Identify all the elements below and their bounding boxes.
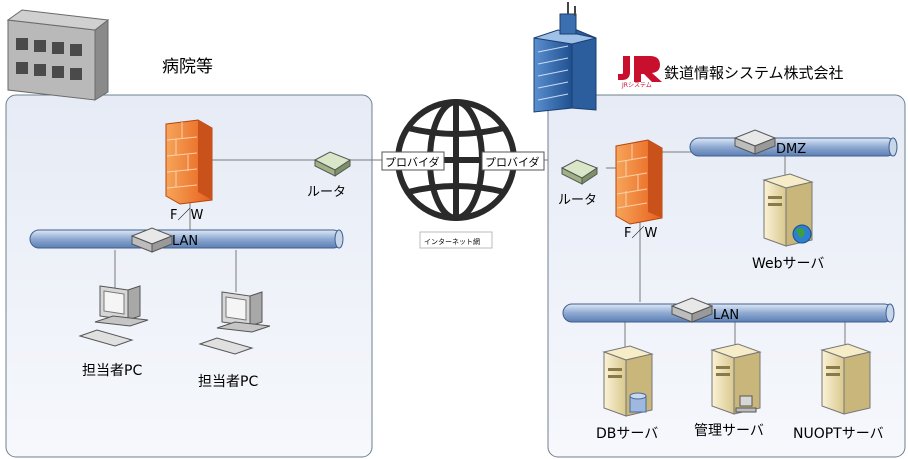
switch-icon-left — [130, 227, 174, 253]
internet-label: インターネット網 — [424, 237, 480, 246]
provider-box-left — [381, 151, 445, 171]
hospital-title: 病院等 — [162, 57, 213, 77]
brand-small-label: JRシステム — [621, 82, 652, 89]
provider-label-left: プロバイダ — [385, 155, 440, 169]
web-server-icon — [762, 173, 814, 247]
firewall-icon-left — [165, 119, 213, 205]
pc-icon-2 — [198, 291, 271, 355]
nuopt-server-icon — [820, 343, 872, 415]
mgmt-server-icon — [710, 343, 762, 415]
firewall-icon-right — [615, 139, 663, 225]
hospital-zone — [5, 94, 373, 458]
fw-label-right: F／W — [624, 226, 657, 241]
jr-logo-icon — [618, 56, 662, 82]
hospital-building-icon — [6, 9, 110, 101]
internet-label-box — [419, 231, 493, 249]
lan-label-left: LAN — [172, 234, 198, 249]
db-server-label: DBサーバ — [596, 426, 658, 442]
switch-icon-dmz — [733, 129, 777, 155]
router-icon-left — [313, 151, 352, 177]
lan-bus-right — [562, 303, 895, 323]
pc-label-2: 担当者PC — [198, 374, 258, 390]
company-building-icon — [533, 2, 597, 113]
dmz-label: DMZ — [776, 142, 806, 157]
lan-label-right: LAN — [713, 308, 739, 323]
company-name: 鉄道情報システム株式会社 — [664, 64, 844, 82]
router-icon-right — [560, 159, 599, 185]
pc-icon-1 — [78, 285, 149, 347]
pc-label-1: 担当者PC — [82, 363, 142, 379]
switch-icon-right — [670, 297, 714, 323]
db-server-icon — [602, 345, 654, 417]
lan-bus-left — [29, 229, 344, 249]
mgmt-server-label: 管理サーバ — [694, 423, 764, 439]
web-server-label: Webサーバ — [752, 256, 824, 272]
fw-label-left: F／W — [170, 208, 203, 223]
nuopt-server-label: NUOPTサーバ — [793, 426, 884, 442]
provider-label-right: プロバイダ — [485, 155, 540, 169]
router-label-right: ルータ — [558, 193, 597, 208]
provider-box-right — [481, 151, 545, 171]
router-label-left: ルータ — [307, 185, 346, 200]
